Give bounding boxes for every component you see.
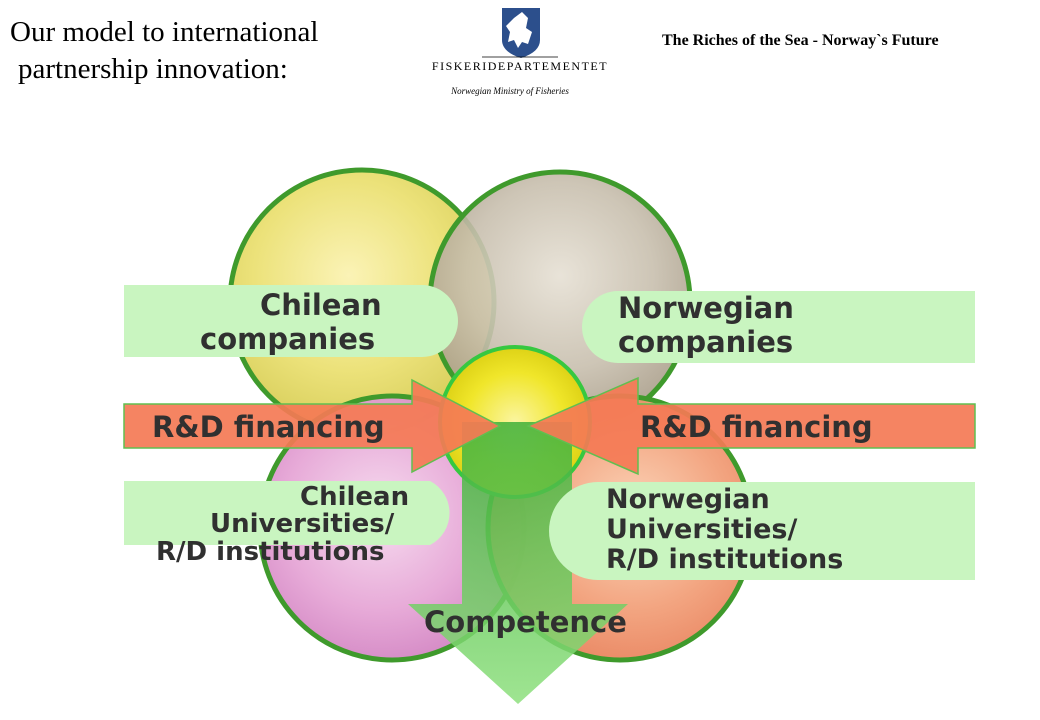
ministry-logo: FISKERIDEPARTEMENTET Norwegian Ministry …	[430, 6, 610, 98]
label-norwegian-universities-line2: Universities/	[606, 514, 797, 545]
rd-financing-arrow-right	[526, 376, 976, 476]
label-rd-financing-left: R&D financing	[152, 410, 385, 444]
label-chilean-universities-line1: Chilean	[300, 482, 409, 512]
logo-subtitle: Norwegian Ministry of Fisheries	[451, 86, 569, 96]
rd-financing-arrow-left	[123, 378, 502, 474]
logo-name: FISKERIDEPARTEMENTET	[431, 59, 609, 73]
label-norwegian-companies: Norwegian companies	[618, 291, 804, 359]
competence-arrow	[408, 422, 628, 704]
label-chilean-companies: Chilean companies	[200, 288, 392, 356]
label-norwegian-companies-line1: Norwegian	[618, 291, 794, 325]
label-chilean-companies-line1: Chilean	[260, 288, 382, 322]
label-norwegian-universities-line1: Norwegian	[606, 484, 770, 515]
header-tagline: The Riches of the Sea - Norway`s Future	[662, 32, 939, 49]
norwegian-coat-of-arms-icon	[482, 8, 558, 58]
label-chilean-universities: Chilean Universities/ R/D institutions	[156, 482, 418, 567]
slide-title-line1: Our model to international	[10, 16, 319, 48]
box-norwegian-universities	[549, 482, 975, 580]
label-norwegian-companies-line2: companies	[618, 325, 793, 359]
label-rd-financing-right: R&D financing	[640, 410, 873, 444]
label-norwegian-universities: Norwegian Universities/ R/D institutions	[606, 484, 843, 575]
label-competence: Competence	[424, 605, 627, 639]
label-chilean-companies-line2: companies	[200, 322, 375, 356]
box-chilean-universities	[124, 481, 450, 545]
box-norwegian-companies	[582, 291, 975, 363]
slide-title: Our model to international partnership i…	[10, 14, 318, 88]
label-chilean-universities-line3: R/D institutions	[156, 537, 385, 567]
label-norwegian-universities-line3: R/D institutions	[606, 544, 843, 575]
box-chilean-companies	[124, 285, 458, 357]
slide-title-line2: partnership innovation:	[18, 53, 288, 85]
label-chilean-universities-line2: Universities/	[210, 509, 395, 539]
